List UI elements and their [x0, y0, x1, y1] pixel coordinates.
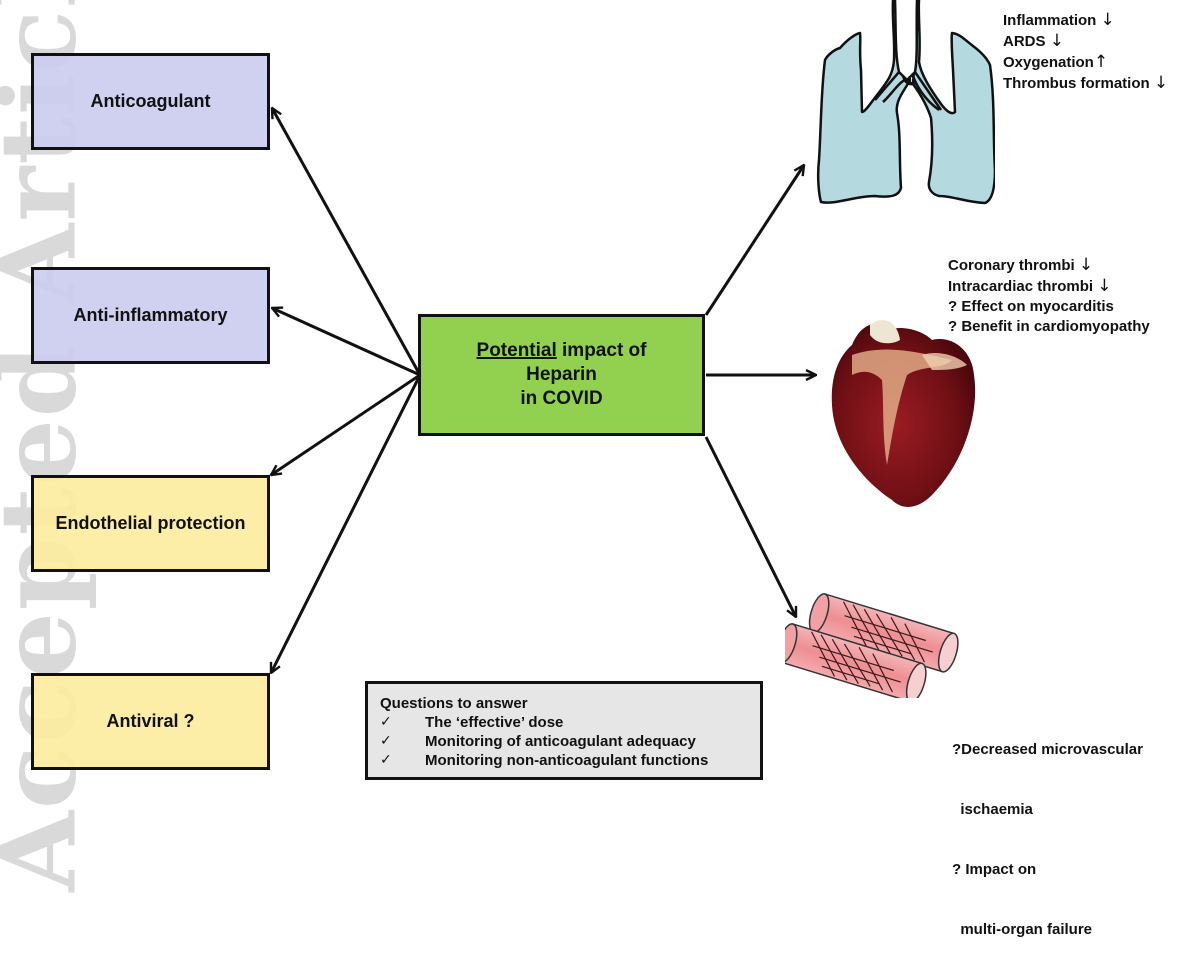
- question-item: ✓ Monitoring of anticoagulant adequacy: [380, 732, 748, 751]
- checkmark-icon: ✓: [380, 714, 392, 730]
- mechanism-anti-inflammatory: Anti-inflammatory: [31, 267, 270, 364]
- mechanism-antiviral: Antiviral ?: [31, 673, 270, 770]
- question-text: The ‘effective’ dose: [425, 714, 564, 731]
- questions-title: Questions to answer: [380, 695, 528, 712]
- arrow-to-lungs: [704, 165, 804, 316]
- heart-effect: Coronary thrombi ↓: [948, 255, 1094, 275]
- center-line3: in COVID: [520, 388, 603, 409]
- down-arrow-icon: ↓: [1100, 10, 1115, 30]
- heart-effect: ? Effect on myocarditis: [948, 298, 1114, 315]
- arrow-to-vessels: [704, 436, 798, 617]
- question-item: ✓ Monitoring non-anticoagulant functions: [380, 751, 748, 770]
- connector-arrows: [0, 0, 1181, 790]
- center-underlined: Potential: [476, 340, 557, 361]
- arrow-to-anti-inflammatory: [272, 308, 421, 377]
- checkmark-icon: ✓: [380, 752, 392, 768]
- center-line1: impact of: [556, 340, 647, 361]
- lungs-icon: [816, 0, 995, 205]
- vessel-effects: ?Decreased microvascular ischaemia ? Imp…: [952, 700, 1143, 960]
- heart-effect: ? Benefit in cardiomyopathy: [948, 318, 1150, 335]
- mechanism-label: Anticoagulant: [90, 91, 211, 111]
- down-arrow-icon: ↓: [1078, 255, 1094, 275]
- microvessels-icon: [785, 593, 959, 698]
- vessel-effect: ?Decreased microvascular: [952, 741, 1143, 758]
- mechanism-label: Antiviral ?: [106, 711, 195, 731]
- arrow-to-antiviral: [269, 374, 422, 673]
- mechanism-label: Endothelial protection: [55, 513, 246, 533]
- lung-effect: ARDS ↓: [1003, 31, 1064, 51]
- vessel-effect: multi-organ failure: [952, 921, 1093, 938]
- heart-effects: Coronary thrombi ↓ Intracardiac thrombi …: [948, 255, 1150, 337]
- down-arrow-icon: ↓: [1153, 73, 1169, 93]
- lung-effect: Thrombus formation ↓: [1003, 73, 1169, 93]
- mechanism-label: Anti-inflammatory: [73, 305, 228, 325]
- center-line2: Heparin: [526, 364, 597, 385]
- arrow-to-anticoagulant: [270, 108, 422, 376]
- down-arrow-icon: ↓: [1097, 276, 1112, 296]
- down-arrow-icon: ↓: [1049, 31, 1064, 51]
- lung-effect: Oxygenation↑: [1003, 52, 1109, 72]
- vessel-effect: ? Impact on: [952, 861, 1037, 878]
- question-text: Monitoring of anticoagulant adequacy: [425, 733, 696, 750]
- checkmark-icon: ✓: [380, 733, 392, 749]
- vessel-effect: ischaemia: [952, 801, 1033, 818]
- lung-effects: Inflammation ↓ ARDS ↓ Oxygenation↑ Throm…: [1003, 10, 1168, 94]
- heart-icon: [822, 315, 988, 515]
- arrow-to-endothelial: [271, 373, 421, 475]
- mechanism-endothelial-protection: Endothelial protection: [31, 475, 270, 572]
- up-arrow-icon: ↑: [1093, 52, 1109, 72]
- questions-box: Questions to answer ✓ The ‘effective’ do…: [365, 681, 763, 780]
- question-text: Monitoring non-anticoagulant functions: [425, 752, 709, 769]
- central-heparin-box: Potential impact of Heparin in COVID: [418, 314, 705, 436]
- heart-effect: Intracardiac thrombi ↓: [948, 276, 1112, 296]
- mechanism-anticoagulant: Anticoagulant: [31, 53, 270, 150]
- question-item: ✓ The ‘effective’ dose: [380, 713, 748, 732]
- lung-effect: Inflammation ↓: [1003, 10, 1115, 30]
